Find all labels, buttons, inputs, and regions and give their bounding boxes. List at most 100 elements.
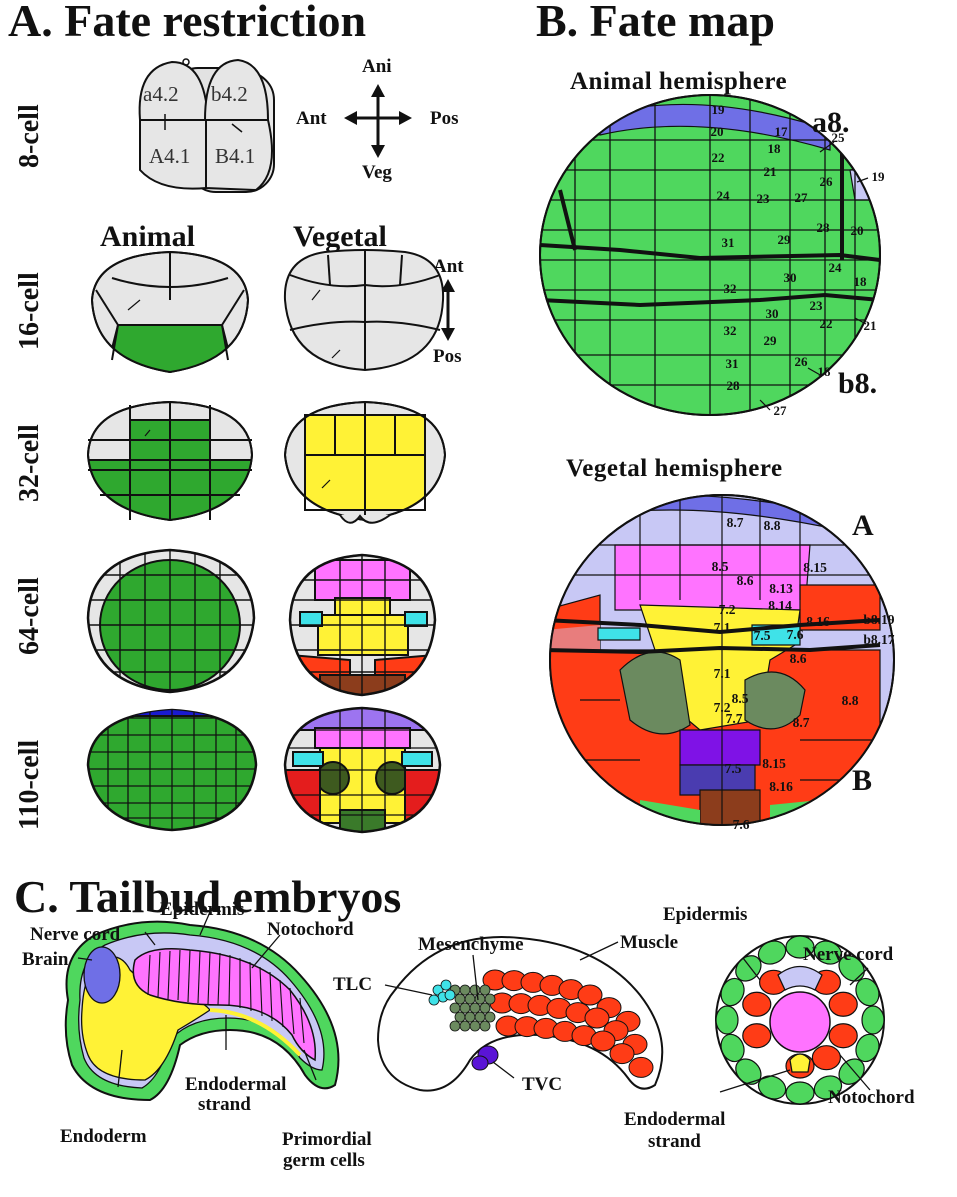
mesenchyme-cell [470, 1003, 480, 1013]
vegetal-cell-label: 7.1 [714, 666, 731, 681]
animal-cell-label: 31 [726, 356, 739, 371]
animal-cell-label: 24 [829, 260, 843, 275]
animal-cell-label: 26 [795, 354, 809, 369]
muscle-cell-section [743, 1024, 771, 1048]
embryo-64-cell-animal [80, 545, 260, 700]
animal-cell-label: 31 [722, 235, 735, 250]
animal-cell-label: 21 [864, 318, 877, 333]
vegetal-cell-label: 8.8 [764, 518, 781, 533]
muscle-cell-section [743, 992, 771, 1016]
vegetal-cell-label: 8.6 [790, 651, 807, 666]
vegetal-cell-label: 8.8 [842, 693, 859, 708]
embryo-16-cell-vegetal [285, 250, 443, 370]
mesenchyme-cell [470, 985, 480, 995]
animal-cell-label: 18 [768, 141, 782, 156]
animal-cell-label: 27 [795, 190, 809, 205]
animal-cell-label: 22 [820, 316, 833, 331]
label-A: A [852, 509, 874, 542]
mesenchyme-cell [460, 1003, 470, 1013]
mesenchyme-cell [465, 1012, 475, 1022]
label-endodermal-1: Endodermal [185, 1074, 286, 1095]
animal-cell-label: 19 [872, 169, 886, 184]
axis-veg: Veg [362, 162, 392, 183]
mesenchyme-cell [480, 1021, 490, 1031]
vegetal-cell-label: 7.5 [754, 628, 771, 643]
label-endoderm: Endoderm [60, 1126, 147, 1147]
fate-map-vegetal [540, 490, 894, 840]
label-A4.1: A4.1 [149, 144, 190, 168]
muscle-cell-section [829, 992, 857, 1016]
label-muscle: Muscle [620, 932, 678, 953]
animal-cell-label: 30 [784, 270, 797, 285]
animal-cell-label: 27 [774, 403, 788, 418]
animal-cell-label: 21 [764, 164, 777, 179]
label-tvc: TVC [522, 1074, 562, 1095]
mesenchyme-cell [470, 1021, 480, 1031]
label-notochord-2: Notochord [828, 1087, 915, 1108]
vegetal-cell-label: 8.13 [769, 581, 793, 596]
animal-cell-label: 22 [712, 150, 725, 165]
muscle-cell [629, 1057, 653, 1077]
epidermis-cell [716, 1006, 738, 1034]
muscle-cell-section [812, 1046, 840, 1070]
embryo-16-cell-animal [92, 252, 248, 380]
label-B: B [852, 764, 872, 797]
label-a4.2: a4.2 [143, 82, 179, 106]
vegetal-cell-label: 7.7 [726, 711, 743, 726]
label-b8: b8. [838, 367, 877, 400]
vegetal-cell-label: 7.6 [733, 817, 750, 832]
mesenchyme-cell [480, 1003, 490, 1013]
label-primordial: Primordial [282, 1129, 372, 1150]
epidermis-cell [862, 1006, 884, 1034]
animal-cell-label: 28 [727, 378, 741, 393]
embryo-8-cell [140, 59, 274, 192]
animal-cell-label: 32 [724, 323, 737, 338]
label-mesenchyme: Mesenchyme [418, 934, 524, 955]
vegetal-cell-label: 8.7 [727, 515, 744, 530]
animal-cell-label: 29 [778, 232, 792, 247]
label-strand-2: strand [648, 1131, 701, 1152]
label-B4.1: B4.1 [215, 144, 255, 168]
mesenchyme-cell [460, 985, 470, 995]
muscle-cell [610, 1044, 634, 1064]
label-a8: a8. [812, 106, 850, 139]
nerve-cord-section [778, 967, 822, 991]
label-nerve-cord-2: Nerve cord [803, 944, 894, 965]
embryo-32-cell-vegetal [285, 402, 445, 523]
vegetal-cell-label: 8.14 [768, 598, 792, 613]
vegetal-cell-label: b8.19 [863, 612, 894, 627]
vegetal-cell-label: 7.2 [719, 602, 736, 617]
axis2-pos: Pos [433, 346, 462, 367]
axis-pos: Pos [430, 108, 459, 129]
vegetal-cell-label: 8.15 [762, 756, 786, 771]
label-epidermis-1: Epidermis [160, 899, 244, 920]
animal-cell-label: 17 [775, 124, 789, 139]
animal-cell-label: 26 [820, 174, 834, 189]
animal-cell-label: 19 [712, 102, 726, 117]
animal-cell-label: 23 [757, 191, 771, 206]
mesenchyme-cell [455, 1012, 465, 1022]
tlc-cell [445, 990, 455, 1000]
vegetal-cell-label: 7.1 [714, 620, 731, 635]
animal-cell-label: 29 [764, 333, 778, 348]
embryo-110-cell-vegetal [280, 705, 445, 835]
mesenchyme-cell [475, 994, 485, 1004]
axis-ant: Ant [296, 108, 327, 129]
label-notochord-1: Notochord [267, 919, 354, 940]
label-strand-1: strand [198, 1094, 251, 1115]
mesenchyme-cell [485, 994, 495, 1004]
label-tlc: TLC [333, 974, 372, 995]
embryo-32-cell-animal [80, 402, 260, 530]
embryo-64-cell-vegetal [285, 550, 440, 705]
animal-cell-label: 30 [766, 306, 779, 321]
animal-cell-label: 28 [817, 220, 831, 235]
muscle-cell-section [829, 1024, 857, 1048]
vegetal-cell-label: 8.7 [793, 715, 810, 730]
endoderm-section [790, 1054, 810, 1072]
axis-ani: Ani [362, 56, 392, 77]
vegetal-cell-label: 8.5 [712, 559, 729, 574]
tlc-cell [441, 980, 451, 990]
animal-cell-label: 32 [724, 281, 737, 296]
vegetal-cell-label: 7.5 [725, 761, 742, 776]
